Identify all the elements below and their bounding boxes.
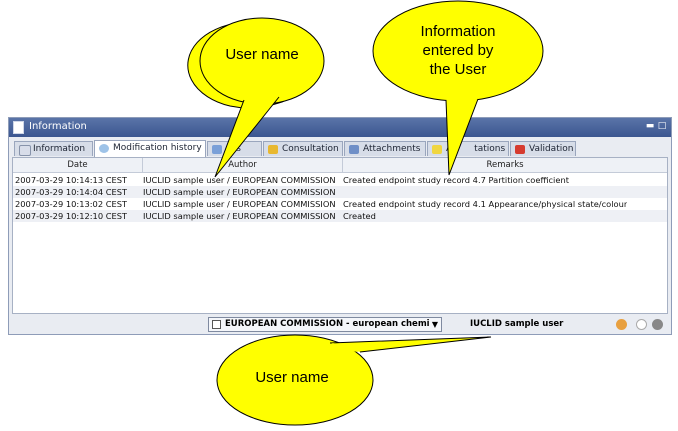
paperclip-icon [349, 145, 359, 154]
modification-history-table: Date Author Remarks 2007-03-29 10:14:13 … [12, 157, 668, 314]
callout-pointer [329, 336, 492, 353]
author-cell: IUCLID sample user / EUROPEAN COMMISSION… [143, 211, 339, 221]
window-title: Information [29, 121, 87, 132]
date-cell: 2007-03-29 10:14:13 CEST [15, 175, 128, 185]
information-window: Information ▬ □ Information Modification… [8, 117, 672, 335]
table-header: Date Author Remarks [13, 158, 667, 173]
organisation-dropdown[interactable]: EUROPEAN COMMISSION - european chemi ▼ [208, 317, 442, 332]
tab-information[interactable]: Information [14, 141, 93, 156]
callout-bubble-ellipse [216, 334, 374, 426]
minimize-icon[interactable]: ▬ [645, 121, 655, 131]
callout-join [245, 94, 277, 101]
callout-join [447, 96, 477, 101]
callout-label-user-name-top: User name [225, 46, 299, 63]
tab-bar: Information Modification history ess Con… [12, 140, 668, 157]
table-row[interactable]: 2007-03-29 10:13:02 CEST IUCLID sample u… [13, 198, 667, 210]
callout-join [331, 343, 359, 352]
callout-pointer [445, 98, 479, 176]
status-circle-icon [636, 319, 647, 330]
date-cell: 2007-03-29 10:13:02 CEST [15, 199, 128, 209]
remarks-cell: Created [343, 211, 376, 221]
organisation-icon [212, 320, 221, 329]
callout-user-name-top [187, 17, 325, 178]
date-cell: 2007-03-29 10:14:04 CEST [15, 187, 128, 197]
user-icon[interactable] [616, 319, 627, 330]
column-header-date[interactable]: Date [13, 158, 143, 172]
date-cell: 2007-03-29 10:12:10 CEST [15, 211, 128, 221]
table-row[interactable]: 2007-03-29 10:14:04 CEST IUCLID sample u… [13, 186, 667, 198]
author-cell: IUCLID sample user / EUROPEAN COMMISSION… [143, 175, 339, 185]
author-cell: IUCLID sample user / EUROPEAN COMMISSION… [143, 199, 339, 209]
connection-status-icon [652, 319, 663, 330]
validation-icon [515, 145, 525, 154]
callout-pointer [214, 96, 280, 178]
access-icon [212, 145, 222, 154]
document-icon [13, 121, 24, 134]
tab-consultation[interactable]: Consultation [263, 141, 343, 156]
tab-validation[interactable]: Validation [510, 141, 576, 156]
current-user-label: IUCLID sample user [470, 319, 564, 329]
note-icon [432, 145, 442, 154]
window-titlebar: Information ▬ □ [9, 118, 671, 137]
tab-attachments[interactable]: Attachments [344, 141, 426, 156]
table-row[interactable]: 2007-03-29 10:14:13 CEST IUCLID sample u… [13, 174, 667, 186]
remarks-cell: Created endpoint study record 4.7 Partit… [343, 175, 569, 185]
callout-label-user-name-bottom: User name [255, 369, 329, 386]
status-bar: EUROPEAN COMMISSION - european chemi ▼ I… [12, 317, 668, 333]
callout-label-information-entered: Information entered by the User [420, 23, 496, 78]
column-header-author[interactable]: Author [143, 158, 343, 172]
remarks-cell: Created endpoint study record 4.1 Appear… [343, 199, 628, 209]
callout-user-name-bottom [216, 334, 492, 426]
column-header-remarks[interactable]: Remarks [486, 160, 524, 170]
history-icon [99, 144, 109, 153]
callout-information-entered [372, 0, 544, 176]
consultation-icon [268, 145, 278, 154]
author-cell: IUCLID sample user / EUROPEAN COMMISSION… [143, 187, 339, 197]
table-row[interactable]: 2007-03-29 10:12:10 CEST IUCLID sample u… [13, 210, 667, 222]
maximize-icon[interactable]: □ [657, 121, 667, 131]
document-icon [19, 145, 31, 156]
tab-modification-history[interactable]: Modification history [94, 140, 206, 157]
chevron-down-icon: ▼ [431, 320, 438, 329]
